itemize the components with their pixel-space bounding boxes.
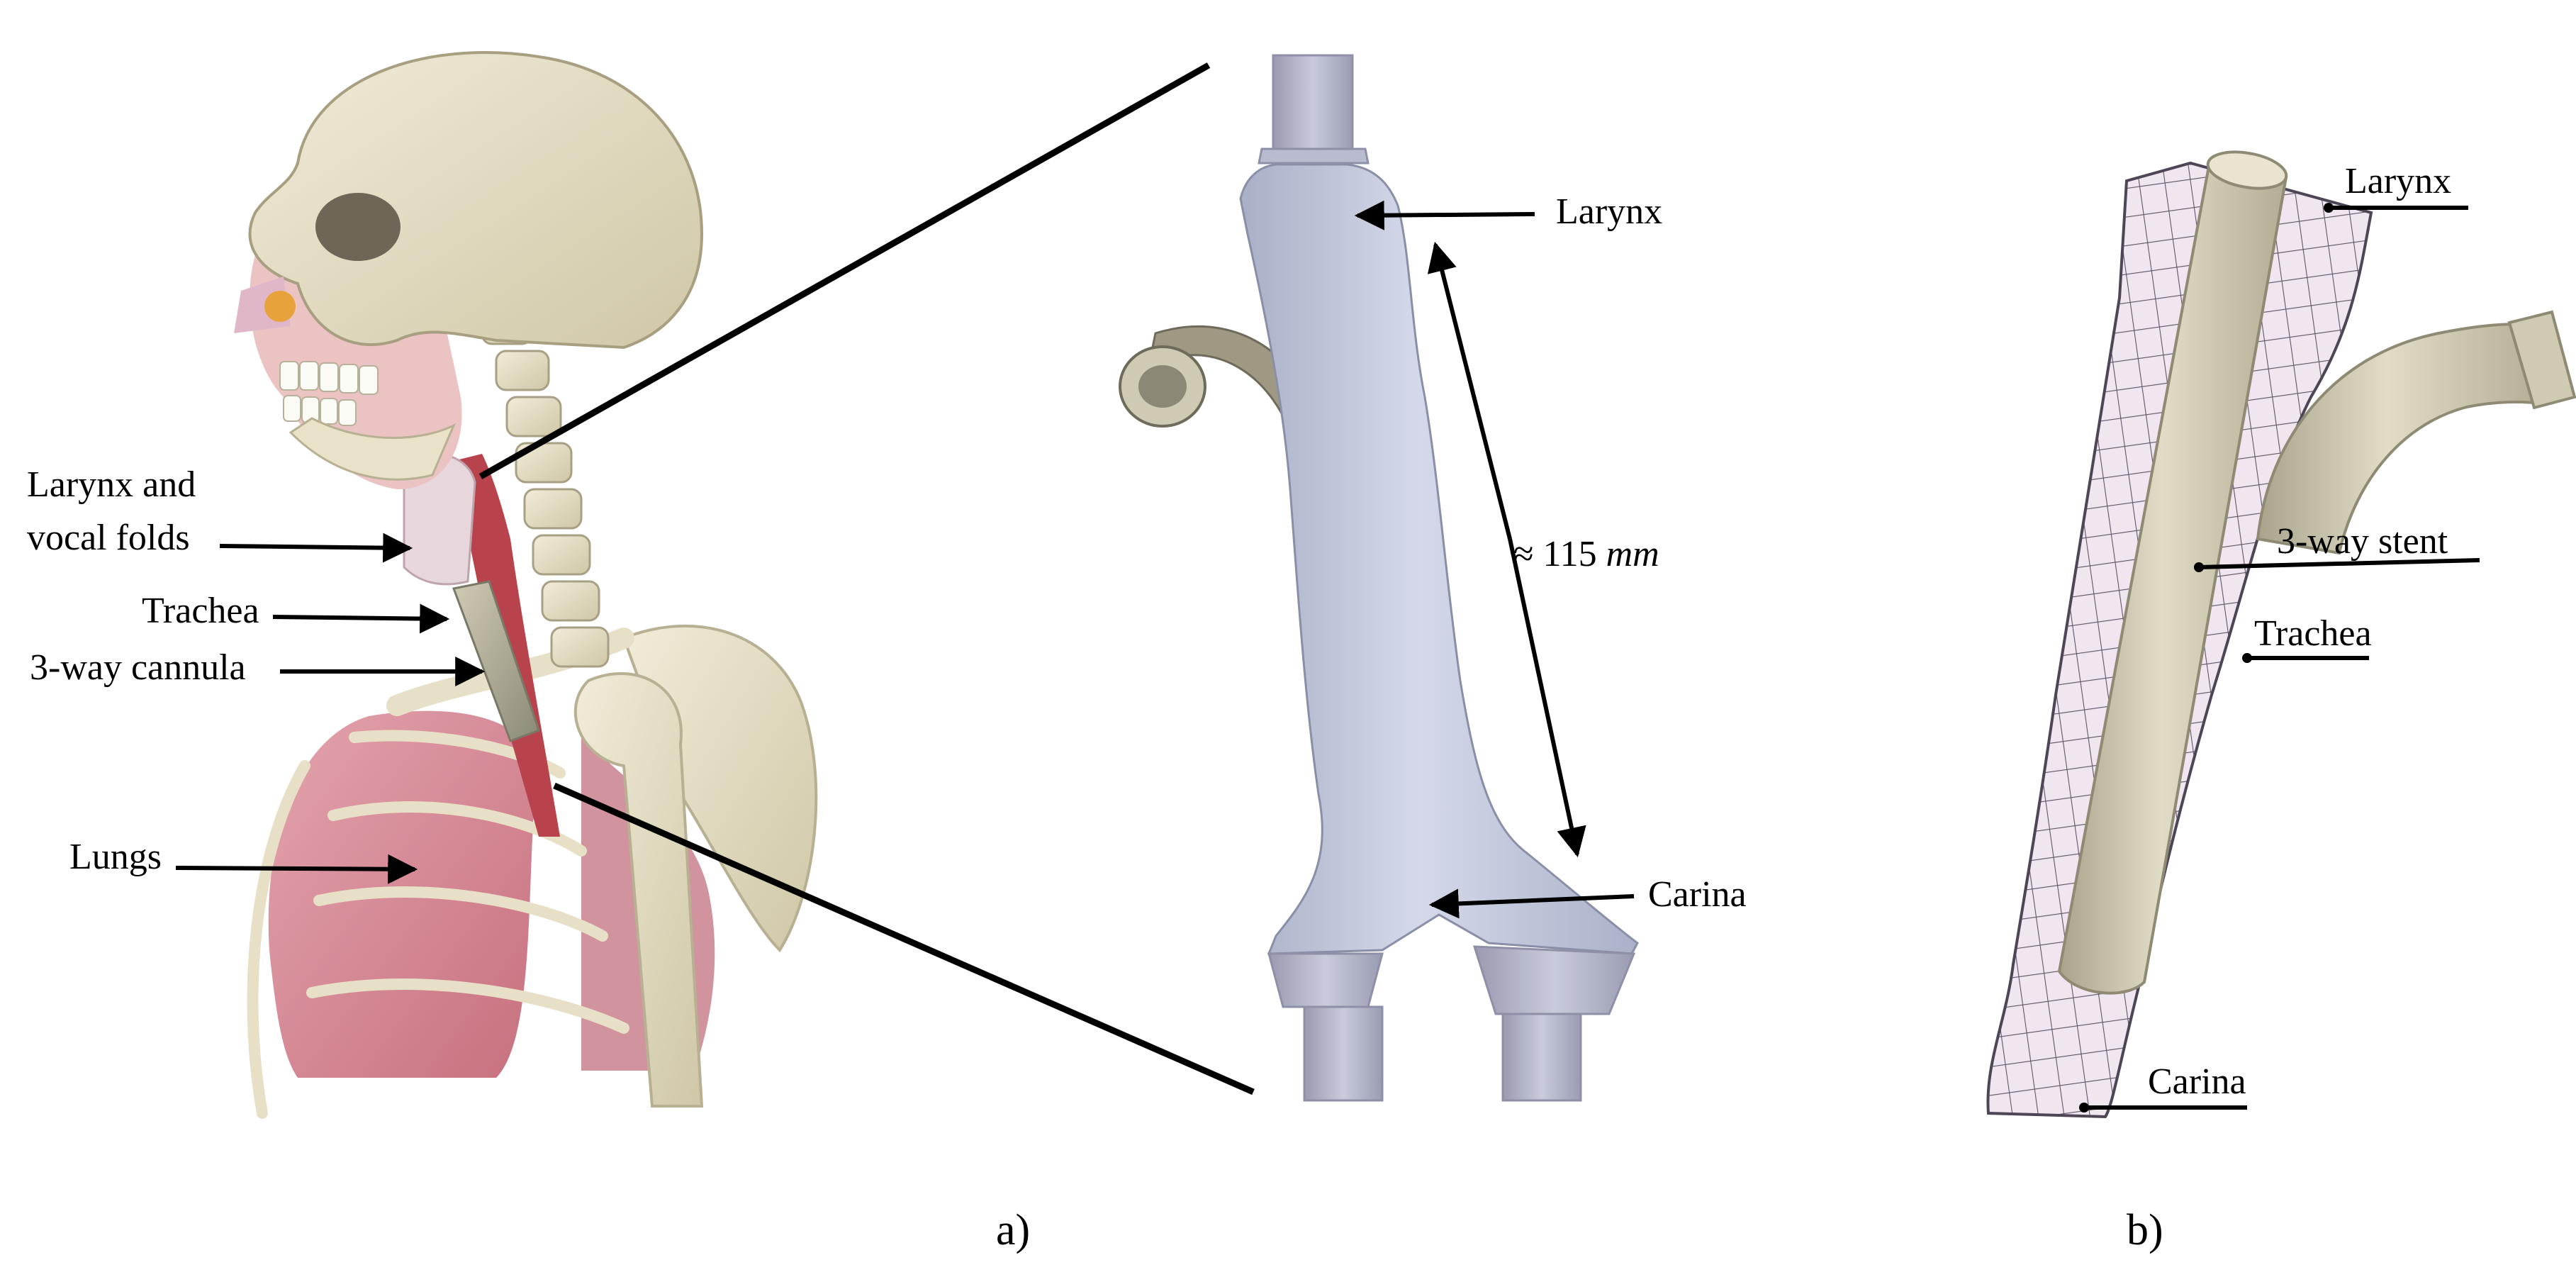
eye-socket	[315, 193, 401, 261]
arrow-larynx-model	[1354, 200, 1535, 230]
dimension-arrow-end	[1508, 538, 1586, 858]
airway-model	[1119, 54, 1639, 1102]
label-lungs: Lungs	[69, 837, 162, 877]
label-larynx-vocal-line1: Larynx and	[27, 464, 196, 505]
caption-b: b)	[2127, 1206, 2163, 1254]
label-length: ≈ 115 mm	[1513, 534, 1659, 574]
trachea-model-body	[1239, 163, 1639, 955]
left-bronchus-flange	[1267, 952, 1384, 1008]
label-larynx-model: Larynx	[1556, 191, 1662, 232]
zoom-line-top	[478, 62, 1211, 479]
stent-labels: Larynx 3-way stent Trachea Carina	[2079, 161, 2480, 1113]
anatomy-labels: Larynx and vocal folds Trachea 3-way can…	[27, 464, 486, 884]
leader-carina-b-dot	[2079, 1103, 2089, 1113]
arrow-trachea-anatomy	[272, 603, 450, 634]
leader-larynx-b-dot	[2324, 203, 2334, 213]
label-trachea-anatomy: Trachea	[142, 591, 259, 631]
rib-cage	[247, 730, 629, 1119]
left-bronchus-tube	[1303, 1005, 1384, 1102]
zoom-line-bottom	[553, 782, 1255, 1095]
cannula-shape	[452, 580, 540, 742]
label-cannula: 3-way cannula	[30, 647, 246, 688]
airway-labels: Larynx ≈ 115 mm Carina	[1354, 191, 1747, 919]
leader-stent	[2198, 558, 2480, 569]
jaw	[289, 417, 456, 481]
label-stent: 3-way stent	[2277, 521, 2448, 562]
anatomy-illustration	[234, 51, 818, 1119]
arrow-larynx-vocal	[219, 532, 413, 563]
skull	[248, 51, 704, 350]
dimension-arrow-start	[1427, 241, 1512, 540]
humerus	[573, 672, 704, 1108]
label-carina-model: Carina	[1648, 874, 1747, 915]
label-larynx-vocal-line2: vocal folds	[27, 518, 190, 558]
leader-trachea-b-dot	[2242, 653, 2252, 663]
inlet-tube	[1272, 54, 1354, 156]
side-port-inner	[1138, 365, 1187, 408]
label-carina-b: Carina	[2148, 1061, 2246, 1102]
caption-a: a)	[996, 1206, 1030, 1254]
label-length-value: ≈ 115	[1513, 534, 1597, 574]
arrow-lungs	[175, 854, 418, 884]
label-larynx-b: Larynx	[2345, 161, 2451, 201]
stent-top-opening	[2206, 150, 2288, 190]
right-bronchus-tube	[1501, 1013, 1582, 1102]
right-bronchus-flange	[1472, 945, 1636, 1015]
label-trachea-b: Trachea	[2254, 613, 2372, 654]
stent-branch-cuff	[2507, 310, 2576, 410]
teeth	[279, 361, 379, 426]
leader-stent-dot	[2194, 562, 2204, 572]
label-length-unit: mm	[1606, 534, 1659, 574]
stent-model	[1986, 150, 2576, 1119]
inlet-flange	[1258, 147, 1370, 164]
nose-accent	[264, 291, 296, 322]
arrow-carina-model	[1428, 888, 1635, 919]
